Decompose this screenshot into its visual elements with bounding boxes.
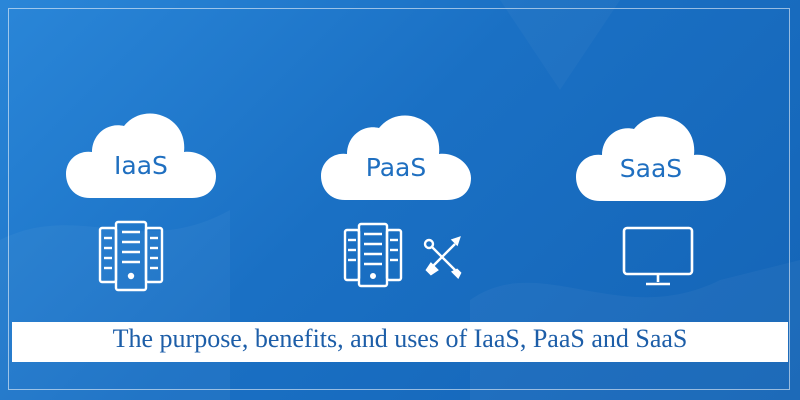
border-frame	[8, 8, 790, 390]
cloud-label-iaas: IaaS	[114, 151, 168, 180]
server-rack-icon	[98, 220, 164, 292]
cloud-shape	[66, 113, 216, 198]
cloud-saas: SaaS	[576, 115, 726, 203]
server-rack-tools-icon	[343, 222, 462, 288]
cloud-iaas: IaaS	[66, 112, 216, 200]
cloud-shape	[576, 116, 726, 201]
cloud-label-paas: PaaS	[365, 153, 427, 182]
monitor-icon	[622, 226, 694, 286]
cloud-shape	[321, 115, 471, 200]
cloud-label-saas: SaaS	[619, 154, 683, 183]
caption-banner: The purpose, benefits, and uses of IaaS,…	[12, 322, 788, 362]
cloud-paas: PaaS	[321, 114, 471, 202]
caption-text: The purpose, benefits, and uses of IaaS,…	[112, 324, 688, 353]
